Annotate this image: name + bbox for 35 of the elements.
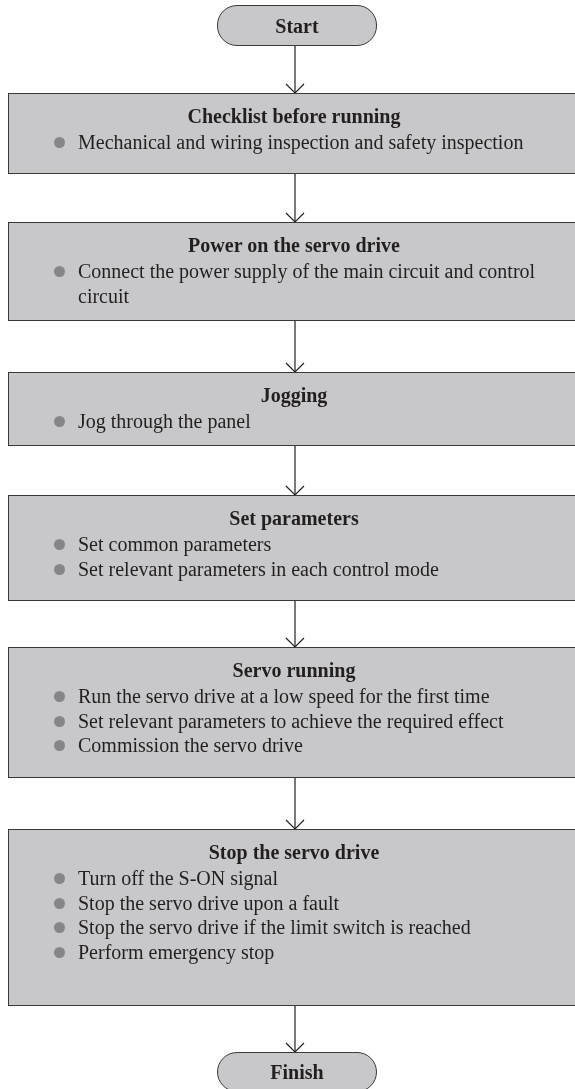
bullet-text: Run the servo drive at a low speed for the first time xyxy=(78,684,490,709)
bullet-text: Mechanical and wiring inspection and safety inspection xyxy=(78,130,524,155)
process-box xyxy=(8,93,575,174)
step-heading: Jogging xyxy=(259,383,329,407)
terminal-box xyxy=(217,5,377,46)
bullet-text: Stop the servo drive upon a fault xyxy=(78,890,340,915)
process-box xyxy=(8,829,575,1006)
arrow xyxy=(285,1005,305,1053)
arrow xyxy=(285,777,305,830)
terminal-box xyxy=(217,1052,377,1089)
step-heading: Stop the servo drive xyxy=(207,840,381,864)
step-heading: Power on the servo drive xyxy=(187,233,401,257)
arrow xyxy=(285,600,305,648)
bullet-text: Perform emergency stop xyxy=(78,939,275,964)
bullet-text: Commission the servo drive xyxy=(78,733,303,758)
bullet-text: Set common parameters xyxy=(78,532,272,557)
process-box xyxy=(8,495,575,601)
arrow xyxy=(285,445,305,496)
bullet-text: Stop the servo drive if the limit switch is reached xyxy=(78,915,471,940)
process-box xyxy=(8,372,575,446)
arrow xyxy=(285,173,305,223)
step-heading: Servo running xyxy=(231,658,357,682)
bullet-text: Set relevant parameters in each control mode xyxy=(78,556,439,581)
step-heading: Checklist before running xyxy=(186,104,402,128)
arrow xyxy=(285,320,305,373)
bullet-text: Jog through the panel xyxy=(78,409,251,434)
bullet-text: Set relevant parameters to achieve the required effect xyxy=(78,708,504,733)
arrow xyxy=(285,45,305,94)
bullet-text: Turn off the S-ON signal xyxy=(78,866,278,891)
process-box xyxy=(8,222,575,321)
step-heading: Set parameters xyxy=(228,506,360,530)
process-box xyxy=(8,647,575,778)
terminal-label: Start xyxy=(275,13,319,38)
terminal-label: Finish xyxy=(270,1060,324,1084)
bullet-text: Connect the power supply of the main circuit and control circuit xyxy=(78,259,537,308)
